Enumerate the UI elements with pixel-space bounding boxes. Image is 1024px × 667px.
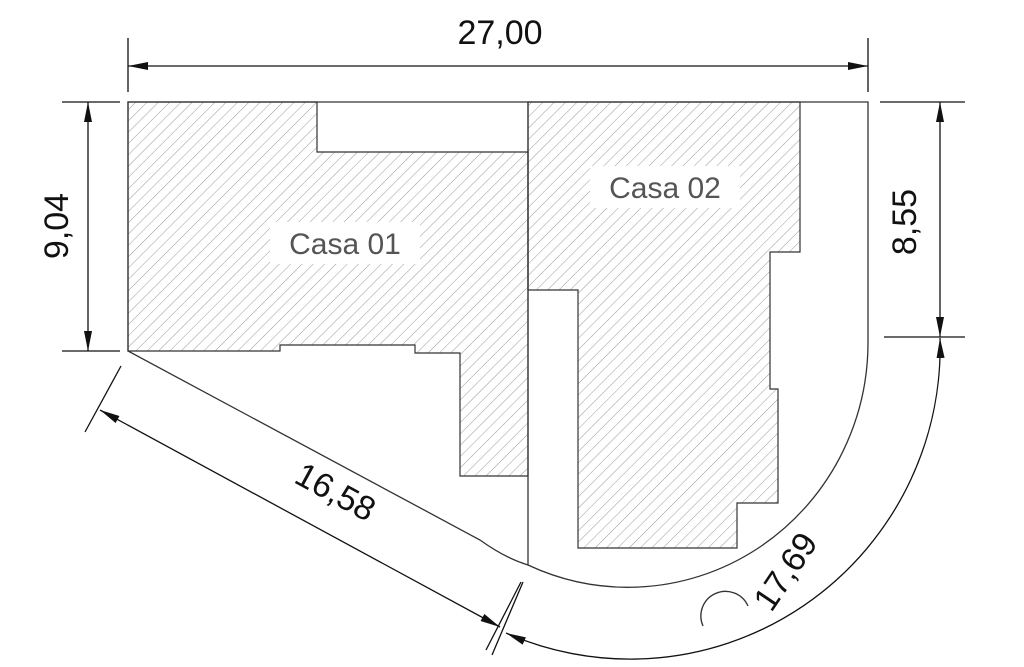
dimension-left: 9,04 [38, 101, 120, 352]
dimension-arc-label: 17,69 [746, 526, 825, 618]
casa-02-label: Casa 02 [609, 172, 721, 205]
dimension-diagonal-label: 16,58 [289, 455, 382, 529]
dimension-diagonal: 16,58 [84, 365, 522, 651]
dimension-top-label: 27,00 [457, 14, 542, 52]
dimension-right-label: 8,55 [886, 189, 924, 255]
arc-symbol [700, 590, 749, 627]
casa-01-footprint [127, 101, 529, 477]
casa-01-label: Casa 01 [289, 228, 401, 261]
dimension-top: 27,00 [127, 14, 869, 92]
dimension-left-label: 9,04 [38, 193, 76, 259]
dimension-right: 8,55 [880, 101, 965, 338]
